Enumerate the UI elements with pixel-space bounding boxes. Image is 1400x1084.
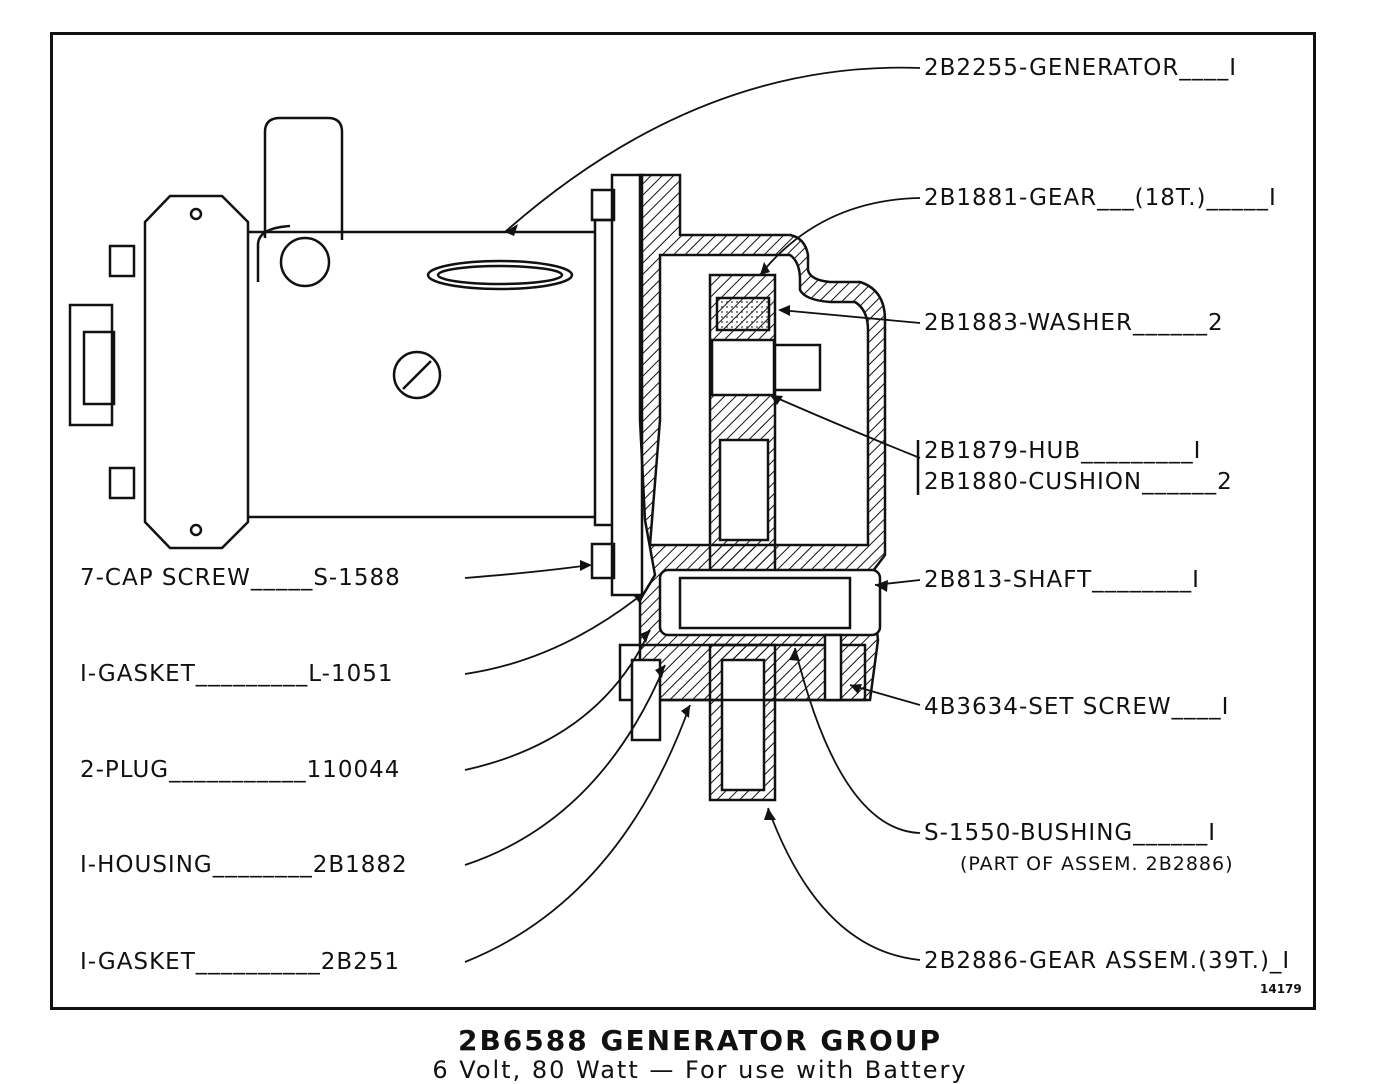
label-washer: 2B1883-WASHER______2 (924, 310, 1224, 336)
label-hub: 2B1879-HUB_________I (924, 438, 1202, 464)
drawing-frame (50, 32, 1316, 1010)
label-shaft: 2B813-SHAFT________I (924, 567, 1200, 593)
label-plug: 2-PLUG___________110044 (80, 757, 401, 783)
drawing-subtitle: 6 Volt, 80 Watt — For use with Battery (432, 1056, 968, 1084)
leader-lines (464, 66, 921, 963)
label-housing: I-HOUSING________2B1882 (80, 852, 408, 878)
figure-number: 14179 (1260, 982, 1302, 996)
label-bushing-note: (PART OF ASSEM. 2B2886) (960, 853, 1234, 875)
label-set-screw: 4B3634-SET SCREW____I (924, 694, 1230, 720)
gear-housing (618, 173, 887, 802)
drawing-title: 2B6588 GENERATOR GROUP (457, 1024, 943, 1057)
label-gear-assem: 2B2886-GEAR ASSEM.(39T.)_I (924, 948, 1291, 974)
label-bushing: S-1550-BUSHING______I (924, 820, 1217, 846)
label-gear: 2B1881-GEAR___(18T.)_____I (924, 185, 1277, 211)
label-cap-screw: 7-CAP SCREW_____S-1588 (80, 565, 401, 591)
label-generator: 2B2255-GENERATOR____I (924, 55, 1238, 81)
label-gasket-1: I-GASKET_________L-1051 (80, 661, 394, 687)
label-cushion: 2B1880-CUSHION______2 (924, 469, 1233, 495)
label-gasket-2: I-GASKET__________2B251 (80, 949, 401, 975)
generator-body (68, 116, 644, 597)
leader-arrowheads (505, 224, 888, 820)
